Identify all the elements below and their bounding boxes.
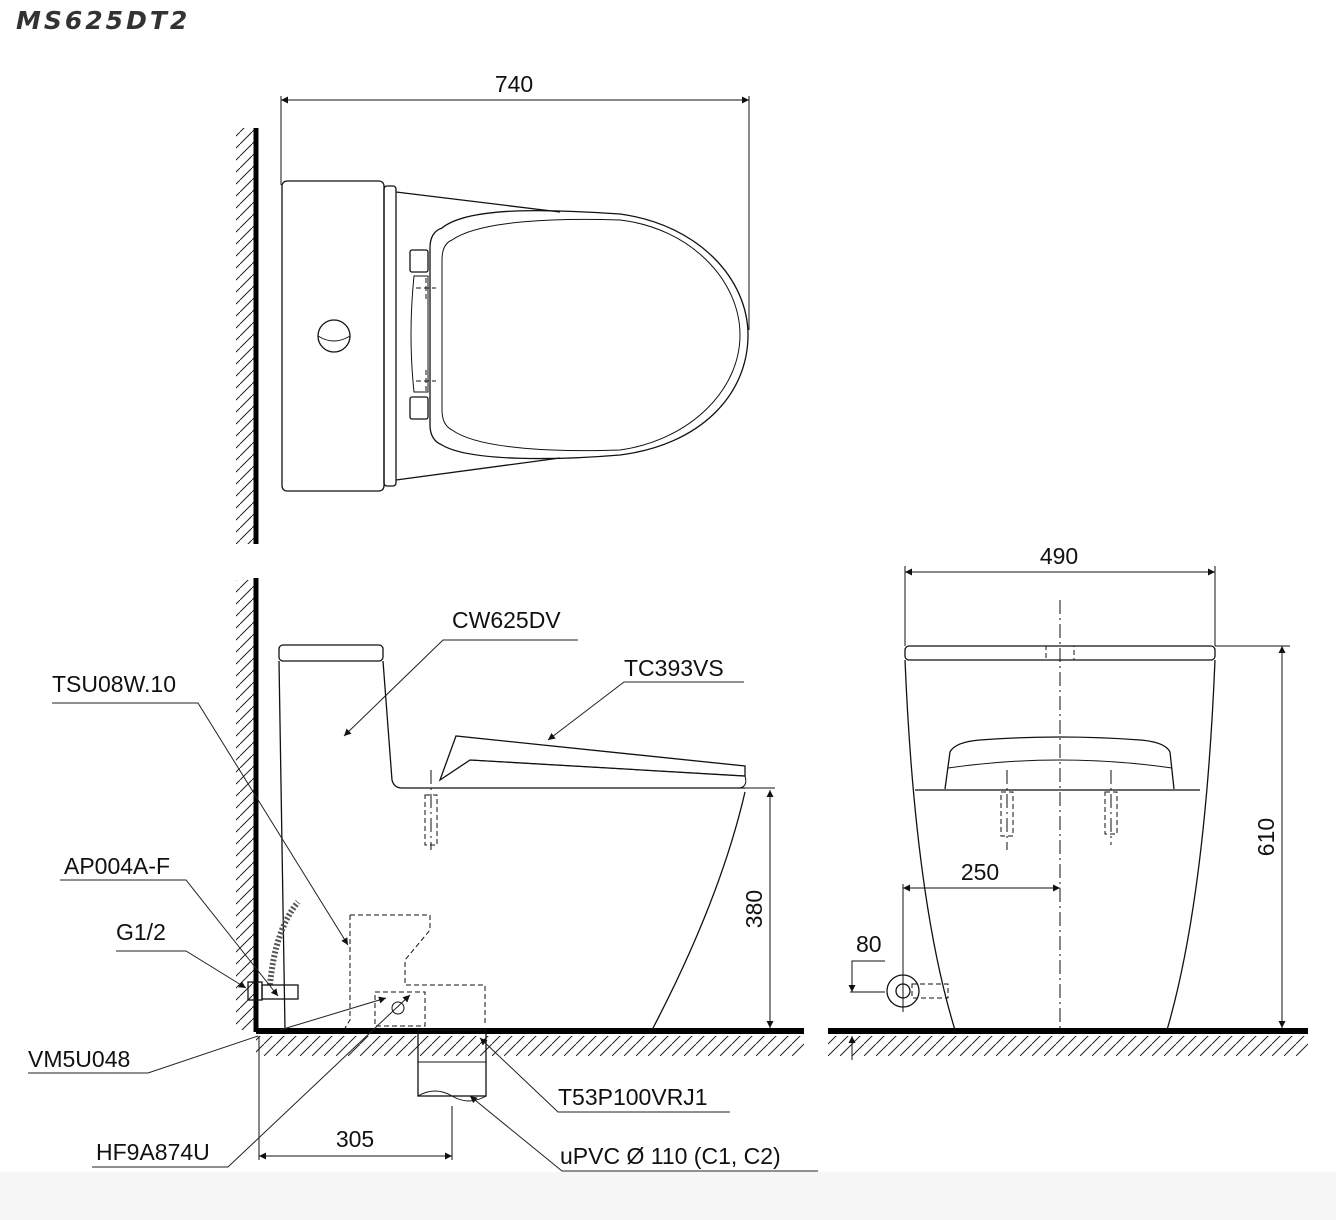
seat-side <box>438 735 746 782</box>
label-tc393vs: TC393VS <box>624 655 724 681</box>
label-cw625dv: CW625DV <box>452 607 561 633</box>
seat-front <box>944 736 1175 790</box>
dim-80-text: 80 <box>856 931 882 957</box>
dim-490-text: 490 <box>1040 543 1078 569</box>
flush-button <box>317 319 351 353</box>
dim-740-text: 740 <box>495 71 533 97</box>
front-floor <box>828 1028 1308 1034</box>
label-hf9a874u: HF9A874U <box>96 1139 210 1165</box>
wall-hatch <box>236 128 254 544</box>
model-title: MS625DT2 <box>16 6 191 35</box>
bottom-band <box>0 1172 1336 1220</box>
dim-380-text: 380 <box>741 890 767 928</box>
label-vm5u048: VM5U048 <box>28 1046 130 1072</box>
label-ap004a-f: AP004A-F <box>64 853 170 879</box>
supply-valve <box>886 974 920 1008</box>
label-upvc-pipe: uPVC Ø 110 (C1, C2) <box>560 1143 781 1169</box>
dim-610-text: 610 <box>1253 818 1279 856</box>
side-view: 380 305 CW625DV TC393VS TSU08W.10 AP004A… <box>28 578 818 1172</box>
tank-top <box>281 180 385 492</box>
label-t53p100vrj1: T53P100VRJ1 <box>558 1084 708 1110</box>
side-floor <box>256 1028 804 1034</box>
label-tsu08w10: TSU08W.10 <box>52 671 176 697</box>
top-view: 740 <box>236 71 750 544</box>
label-g1-2: G1/2 <box>116 919 166 945</box>
front-view: 490 610 250 80 <box>828 543 1308 1060</box>
dim-305-text: 305 <box>336 1126 374 1152</box>
seat-outline <box>429 209 749 460</box>
dim-250-text: 250 <box>961 859 999 885</box>
